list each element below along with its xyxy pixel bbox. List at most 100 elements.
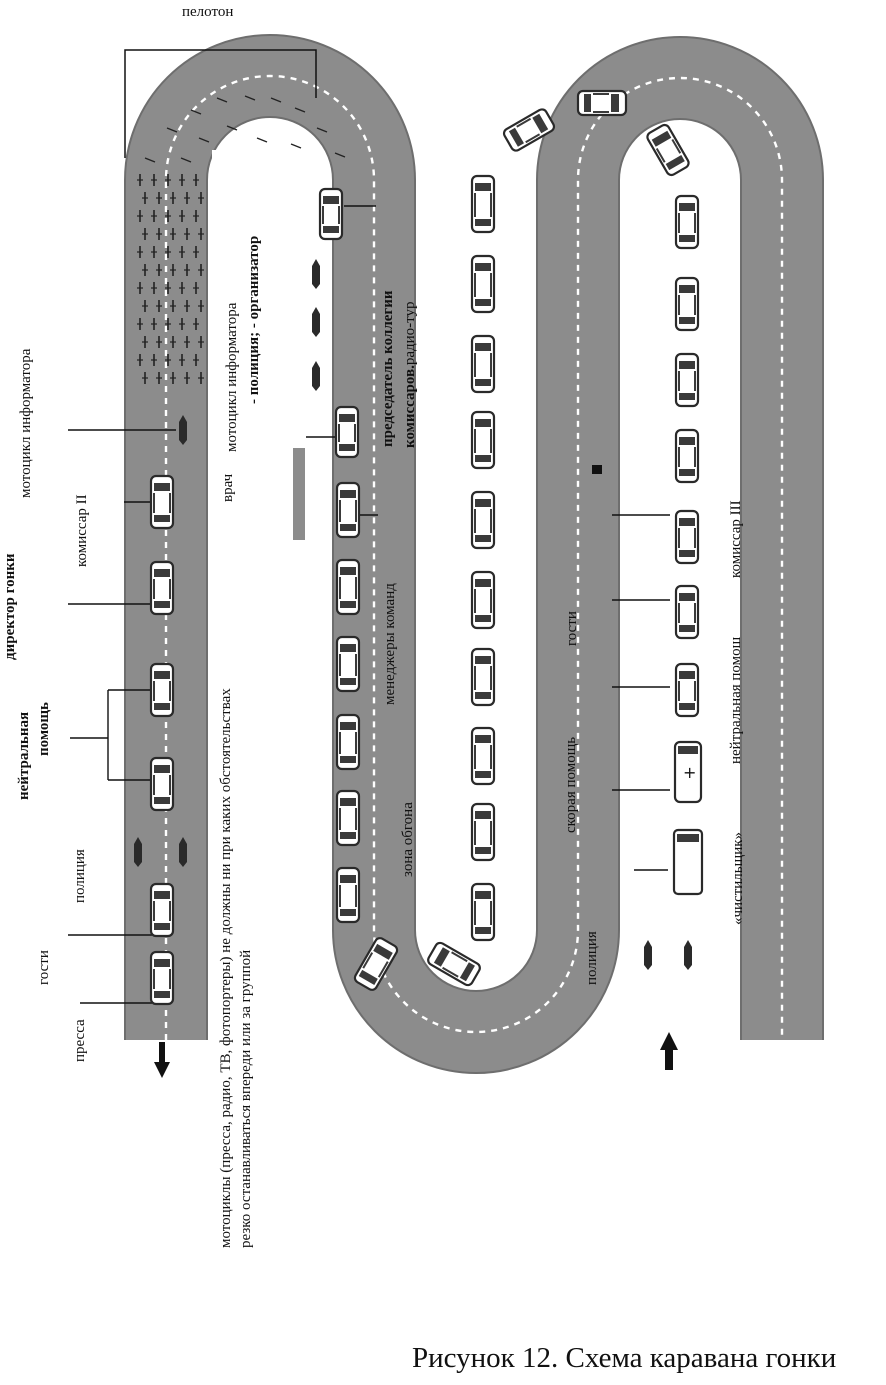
guests-left-label: гости [36,950,52,985]
left-car-4 [149,882,175,938]
ambulance-label: скорая помощь [563,736,579,833]
rider-53 [198,264,204,276]
rider-42 [179,282,185,294]
rider-28 [165,246,171,258]
curve-top-car-2 [576,89,628,117]
rider-64 [244,95,256,101]
middle-car-0 [335,481,361,539]
rider-12 [151,174,157,186]
rider-17 [156,264,162,276]
arrow-up-entry-icon [660,1032,678,1070]
overtaking-area-text-1: overtaking area [515,777,525,858]
guests-right-label: гости [564,611,580,646]
moto-informator-mid-label: мотоцикл информатора [224,302,240,452]
rider-65 [270,97,282,103]
rider-66 [294,107,306,113]
rider-2 [137,210,143,222]
overtaking-area-text-0: overtaking area [311,789,321,870]
rider-50 [193,210,199,222]
rider-8 [137,318,143,330]
moto-informator-left-label: мотоцикл информатора [18,348,34,498]
rider-69 [290,143,302,149]
rider-58 [193,354,199,366]
inner-car-9 [470,174,496,234]
direction-arrows [154,465,678,1078]
rider-13 [156,192,162,204]
rider-35 [170,372,176,384]
cleaner-vehicle [672,828,704,896]
rider-46 [179,354,185,366]
commissar-3-label: комиссар III [728,500,744,578]
moto-rule-line-1: мотоциклы (пресса, радио, ТВ, фотопортер… [218,688,234,1248]
neutral-help-right-car [674,662,700,718]
rider-1 [142,192,148,204]
moto-informator-left [179,415,187,445]
rider-32 [165,318,171,330]
president-label-1: председатель коллегии [380,290,396,448]
rider-60 [144,157,156,163]
rider-44 [179,318,185,330]
inner-car-7 [470,334,496,394]
peloton-label: пелотон [182,4,234,20]
neutral-help-left-label-2: помощь [36,702,52,756]
rider-47 [184,372,190,384]
inner-car-6 [470,410,496,470]
rider-59 [198,372,204,384]
rider-9 [142,336,148,348]
left-car-5 [149,950,175,1006]
rider-73 [180,157,192,163]
overtaking-zone-label: зона обгона [400,802,416,877]
right-car-3 [674,428,700,484]
moto-mid-1 [312,259,320,289]
curve-top-car-3 [646,123,690,177]
commissar-3-car [674,509,700,565]
police-moto-left-1 [134,837,142,867]
left-car-1 [149,560,175,616]
curve-bottom-car-1 [353,937,399,991]
rider-39 [184,228,190,240]
rider-72 [198,137,210,143]
right-car-1 [674,276,700,332]
police-moto-right-2 [684,940,692,970]
police-moto-left-2 [179,837,187,867]
middle-car-2 [335,635,361,693]
arrow-down-exit-icon [154,1042,170,1078]
rider-34 [165,354,171,366]
rider-36 [179,174,185,186]
pointer-lines [68,205,670,1004]
rider-5 [142,264,148,276]
team-managers-label: менеджеры команд [382,583,398,705]
rider-29 [170,264,176,276]
rider-49 [198,192,204,204]
rider-16 [151,246,157,258]
rider-23 [156,372,162,384]
rider-55 [198,300,204,312]
rider-30 [165,282,171,294]
race-director-label: директор гонки [2,553,18,660]
rider-6 [137,282,143,294]
rider-18 [151,282,157,294]
inner-car-3 [470,647,496,707]
inner-car-5 [470,490,496,550]
rider-48 [193,174,199,186]
moto-mid-3 [312,361,320,391]
rider-31 [170,300,176,312]
rider-43 [184,300,190,312]
rider-37 [184,192,190,204]
rider-10 [137,354,143,366]
center-dashed-line [164,74,784,1040]
press-label: пресса [72,1019,88,1062]
president-car [334,405,360,459]
rider-62 [190,109,202,115]
rider-51 [198,228,204,240]
inner-car-4 [470,570,496,630]
radio-tour-car [318,187,344,241]
neutral-help-right-label: нейтральная помош [728,636,744,764]
president-label-2: комиссаров. [402,365,418,448]
rider-54 [193,282,199,294]
doctor-label: врач [220,473,236,502]
rider-15 [156,228,162,240]
rider-14 [151,210,157,222]
